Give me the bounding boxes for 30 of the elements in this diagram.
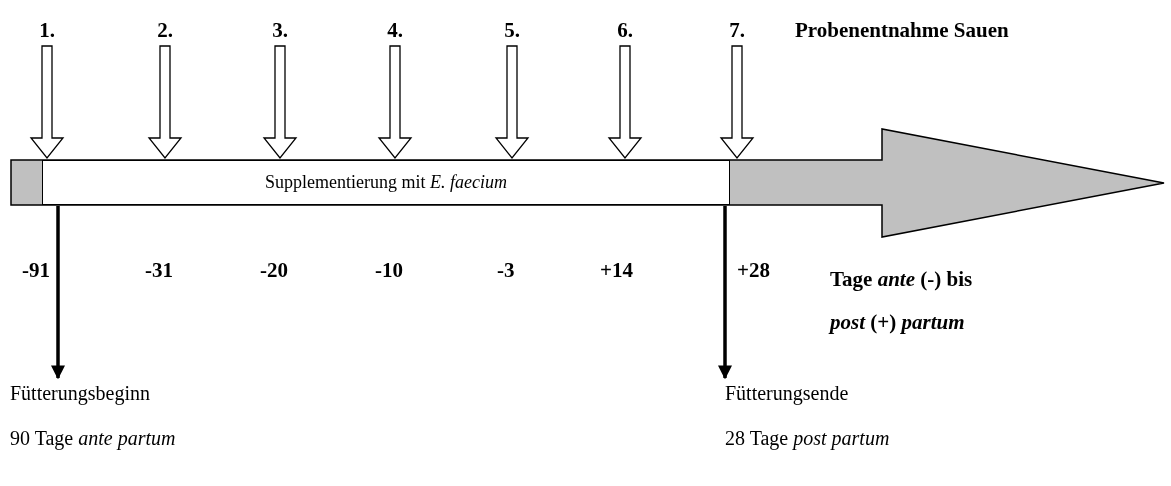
annotation-text: Fütterungsende xyxy=(725,382,850,405)
sample-number: 6. xyxy=(605,18,645,43)
hollow-arrow xyxy=(29,45,65,160)
arrow xyxy=(51,206,65,380)
sample-number: 3. xyxy=(260,18,300,43)
annotation-text: 90 Tage ante partum xyxy=(10,427,176,450)
hollow-arrow xyxy=(147,45,183,160)
day-value: +14 xyxy=(600,258,633,283)
sample-number: 7. xyxy=(717,18,757,43)
annotation-text: Fütterungsbeginn xyxy=(10,382,151,405)
sample-number: 1. xyxy=(27,18,67,43)
hollow-arrow xyxy=(494,45,530,160)
hollow-arrow xyxy=(377,45,413,160)
annotation-text: 28 Tage post partum xyxy=(725,427,890,450)
day-value: +28 xyxy=(737,258,770,283)
hollow-arrow xyxy=(262,45,298,160)
axis-note: Tage ante (-) bis post (+) partum xyxy=(830,266,974,336)
day-value: -31 xyxy=(145,258,173,283)
arrow xyxy=(718,206,732,380)
day-value: -91 xyxy=(22,258,50,283)
hollow-arrow xyxy=(719,45,755,160)
sample-number: 5. xyxy=(492,18,532,43)
heading-text: Probenentnahme Sauen xyxy=(795,18,1009,43)
supplement-box: Supplementierung mit E. faecium xyxy=(42,160,730,205)
hollow-arrow xyxy=(607,45,643,160)
day-value: -10 xyxy=(375,258,403,283)
day-value: -20 xyxy=(260,258,288,283)
day-value: -3 xyxy=(497,258,515,283)
sample-number: 4. xyxy=(375,18,415,43)
sample-number: 2. xyxy=(145,18,185,43)
